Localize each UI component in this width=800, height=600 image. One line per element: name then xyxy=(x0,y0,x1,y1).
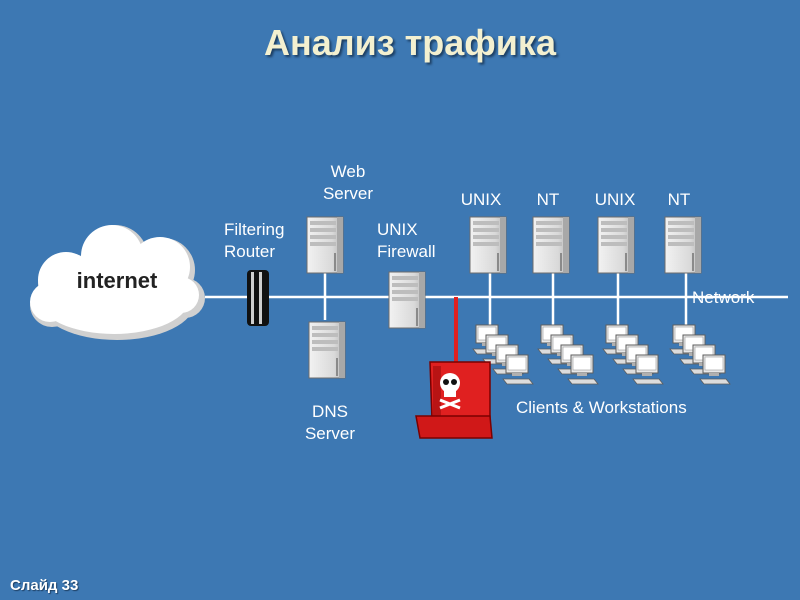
dns-server-label: DNS Server xyxy=(285,401,375,445)
unix-firewall-label: UNIX Firewall xyxy=(377,219,467,263)
workstation-group-4 xyxy=(670,325,730,384)
web-server-label-line2: Server xyxy=(322,184,374,203)
filtering-router-label: Filtering Router xyxy=(224,219,314,263)
clients-label: Clients & Workstations xyxy=(516,398,687,417)
cloud-label: internet xyxy=(76,268,158,293)
unix-firewall-label-line1: UNIX xyxy=(377,220,418,239)
web-server-label: Web Server xyxy=(303,161,393,205)
server-label-nt-1: NT xyxy=(536,190,560,209)
firewall-server-icon xyxy=(388,271,426,329)
slide-number: Слайд 33 xyxy=(10,577,79,594)
dns-server-icon xyxy=(308,321,346,379)
cloud-icon xyxy=(30,225,205,340)
server-label-nt-2: NT xyxy=(667,190,691,209)
unix-server-icon-1 xyxy=(469,216,507,274)
unix-server-icon-2 xyxy=(597,216,635,274)
unix-firewall-label-line2: Firewall xyxy=(377,242,436,261)
slide-title: Анализ трафика xyxy=(264,22,556,63)
server-label-unix-2: UNIX xyxy=(594,190,636,209)
filtering-router-label-line2: Router xyxy=(224,242,276,261)
network-label: Network xyxy=(692,288,755,307)
laptop-skull-icon xyxy=(415,361,493,439)
workstation-group-3 xyxy=(603,325,663,384)
web-server-label-line1: Web xyxy=(330,162,366,181)
filtering-router-label-line1: Filtering xyxy=(224,220,285,239)
nt-server-icon-2 xyxy=(664,216,702,274)
workstation-group-2 xyxy=(538,325,598,384)
server-label-unix-1: UNIX xyxy=(460,190,502,209)
dns-server-label-line2: Server xyxy=(304,424,356,443)
nt-server-icon-1 xyxy=(532,216,570,274)
dns-server-label-line1: DNS xyxy=(312,402,348,421)
router-icon xyxy=(247,270,269,326)
